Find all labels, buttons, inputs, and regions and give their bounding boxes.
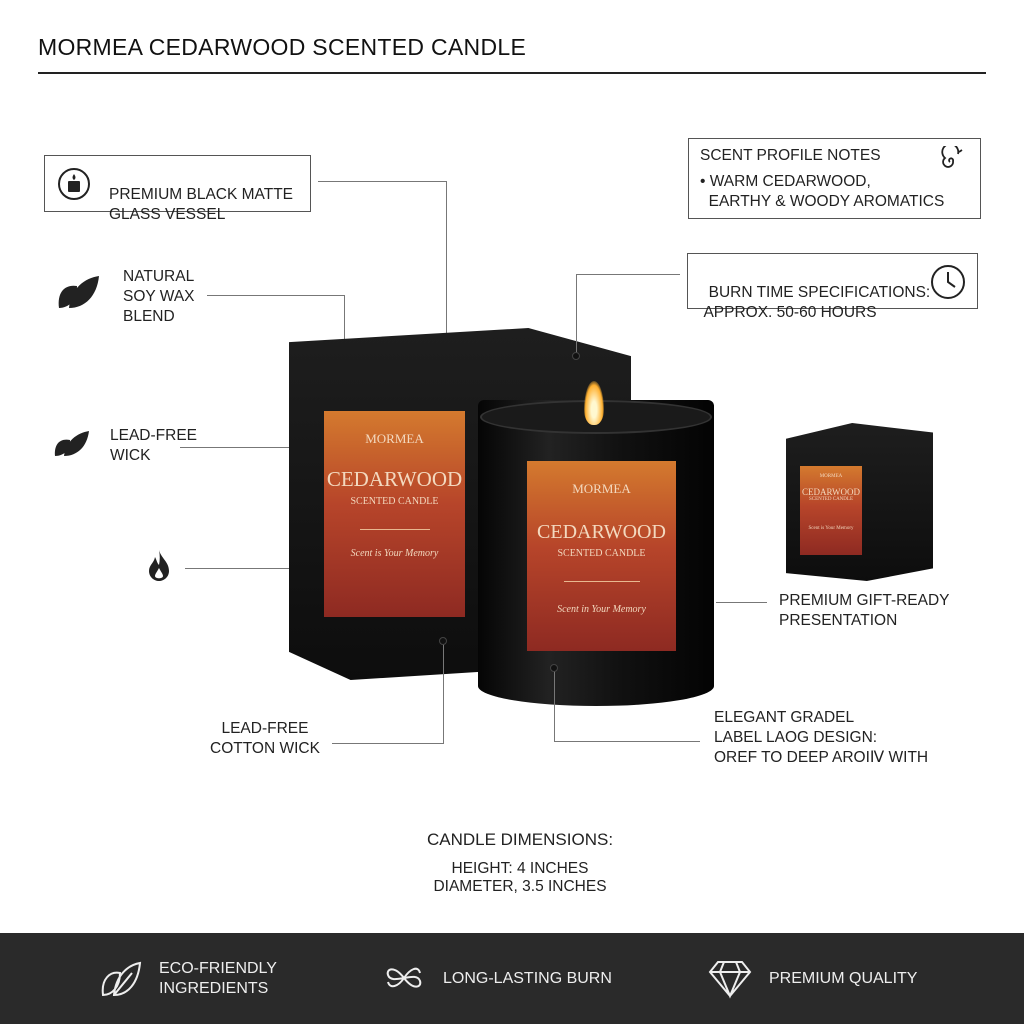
infinity-icon bbox=[384, 957, 424, 999]
callout-vessel: PREMIUM BLACK MATTE GLASS VESSEL bbox=[44, 155, 311, 223]
label-tagline: Scent in Your Memory bbox=[557, 604, 646, 615]
burn-text: BURN TIME SPECIFICATIONS: APPROX. 50-60 … bbox=[703, 284, 931, 321]
diamond-icon bbox=[708, 959, 752, 999]
label-sub: SCENTED CANDLE bbox=[808, 497, 854, 502]
small-box-label: MORMEA CEDARWOOD SCENTED CANDLE Scent is… bbox=[800, 466, 862, 555]
dimensions-heading: CANDLE DIMENSIONS: bbox=[426, 830, 614, 849]
leaf-icon bbox=[98, 957, 144, 999]
feature-eco: ECO-FRIENDLY INGREDIENTS bbox=[159, 960, 277, 997]
scent-body: • WARM CEDARWOOD, EARTHY & WOODY AROMATI… bbox=[700, 173, 945, 210]
label-brand: MORMEA bbox=[572, 481, 631, 496]
candle-label: MORMEA CEDARWOOD SCENTED CANDLE Scent in… bbox=[527, 461, 676, 651]
leaf-icon bbox=[52, 428, 92, 460]
callout-cotton-wick-text: LEAD-FREE COTTON WICK bbox=[210, 720, 320, 757]
label-brand: MORMEA bbox=[365, 431, 424, 446]
callout-soy-text: NATURAL SOY WAX BLEND bbox=[123, 268, 195, 325]
dimensions-height: HEIGHT: 4 INCHES bbox=[451, 860, 589, 877]
candle-jar-icon bbox=[57, 167, 91, 201]
label-name: CEDARWOOD bbox=[326, 467, 463, 491]
candle-flame bbox=[584, 381, 604, 425]
label-name: CEDARWOOD bbox=[537, 521, 666, 543]
feature-quality: PREMIUM QUALITY bbox=[769, 970, 918, 987]
label-sub: SCENTED CANDLE bbox=[557, 548, 646, 559]
title-divider bbox=[38, 72, 986, 74]
leaf-icon bbox=[55, 272, 101, 312]
label-tagline: Scent is Your Memory bbox=[350, 548, 439, 559]
label-name: CEDARWOOD bbox=[802, 487, 860, 497]
label-sub: SCENTED CANDLE bbox=[350, 496, 439, 507]
dimensions-diameter: DIAMETER, 3.5 INCHES bbox=[433, 878, 607, 895]
label-brand: MORMEA bbox=[819, 474, 843, 479]
box-label: MORMEA CEDARWOOD SCENTED CANDLE Scent is… bbox=[324, 411, 465, 617]
feature-bar: ECO-FRIENDLY INGREDIENTS LONG-LASTING BU… bbox=[0, 933, 1024, 1024]
callout-burn: BURN TIME SPECIFICATIONS: APPROX. 50-60 … bbox=[687, 253, 978, 321]
callout-wick-text: LEAD-FREE WICK bbox=[110, 427, 197, 464]
flame-icon bbox=[145, 548, 173, 582]
scent-title: SCENT PROFILE NOTES bbox=[700, 147, 881, 164]
callout-gift-text: PREMIUM GIFT-READY PRESENTATION bbox=[779, 592, 950, 629]
page-title: MORMEA CEDARWOOD SCENTED CANDLE bbox=[38, 34, 527, 60]
callout-scent: SCENT PROFILE NOTES • WARM CEDARWOOD, EA… bbox=[688, 138, 981, 219]
callout-vessel-text: PREMIUM BLACK MATTE GLASS VESSEL bbox=[109, 186, 294, 223]
clock-icon bbox=[930, 264, 966, 300]
dimensions: CANDLE DIMENSIONS: HEIGHT: 4 INCHES DIAM… bbox=[400, 830, 640, 896]
label-tagline: Scent is Your Memory bbox=[808, 526, 854, 531]
swirl-icon bbox=[934, 146, 966, 178]
feature-burn: LONG-LASTING BURN bbox=[443, 970, 612, 987]
callout-label-design-text: ELEGANT GRADEL LABEL LAOG DESIGN: OREF T… bbox=[714, 709, 929, 766]
